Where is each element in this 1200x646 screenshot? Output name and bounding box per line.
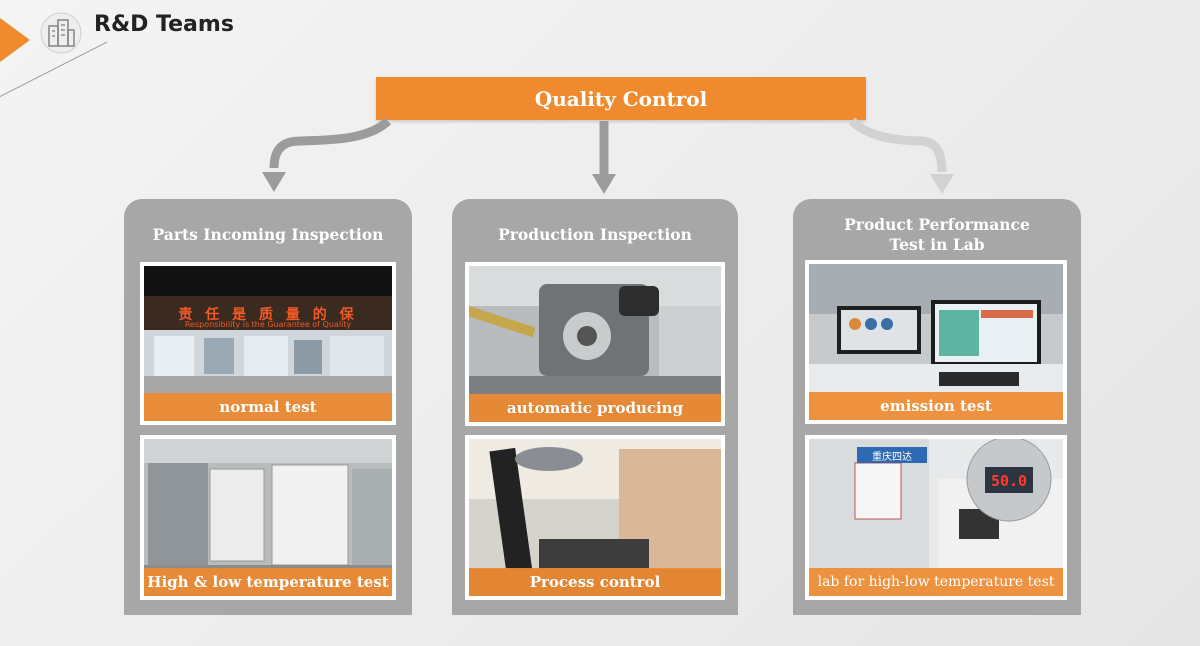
photo-high-low-temperature-test: High & low temperature test bbox=[140, 435, 396, 600]
photo-caption: Process control bbox=[469, 568, 721, 596]
column-title: Parts Incoming Inspection bbox=[152, 225, 384, 244]
column-product-performance-test: Product Performance Test in Lab emission… bbox=[793, 199, 1081, 615]
photo-normal-test: 责 任 是 质 量 的 保 Responsibility is the Guar… bbox=[140, 262, 396, 425]
slogan-sign-subtext: Responsibility is the Guarantee of Quali… bbox=[184, 320, 352, 329]
photo-process-control: Process control bbox=[465, 435, 725, 600]
arrow-left-head bbox=[262, 172, 286, 192]
column-production-inspection: Production Inspection automatic producin… bbox=[452, 199, 738, 615]
company-sign: 重庆四达 bbox=[857, 447, 927, 463]
column-title: Production Inspection bbox=[498, 225, 692, 244]
photo-lab-high-low-temperature-test: 重庆四达 50.0 lab for high-low temperature t… bbox=[805, 435, 1067, 600]
quality-control-label: Quality Control bbox=[534, 86, 708, 111]
photo-automatic-producing: automatic producing bbox=[465, 262, 725, 426]
slogan-sign: 责 任 是 质 量 的 保 bbox=[178, 307, 358, 323]
arrow-right bbox=[848, 117, 947, 173]
building-icon bbox=[40, 12, 82, 54]
quality-control-box: Quality Control bbox=[376, 77, 866, 120]
photo-caption: High & low temperature test bbox=[144, 568, 392, 596]
photo-caption: emission test bbox=[809, 392, 1063, 420]
photo-caption: normal test bbox=[144, 393, 392, 421]
corner-accent-tab bbox=[0, 18, 30, 62]
photo-caption: automatic producing bbox=[469, 394, 721, 422]
column-title-line-1: Product Performance bbox=[844, 215, 1030, 234]
arrow-left bbox=[269, 117, 392, 169]
page-title: R&D Teams bbox=[94, 12, 234, 37]
temperature-readout: 50.0 bbox=[990, 472, 1028, 490]
photo-emission-test: emission test bbox=[805, 260, 1067, 424]
photo-caption: lab for high-low temperature test bbox=[809, 568, 1063, 596]
column-title-line-2: Test in Lab bbox=[889, 235, 985, 254]
arrow-center-head bbox=[592, 174, 616, 194]
arrow-right-head bbox=[930, 174, 954, 194]
column-parts-incoming-inspection: Parts Incoming Inspection 责 任 是 质 量 的 保 … bbox=[124, 199, 412, 615]
